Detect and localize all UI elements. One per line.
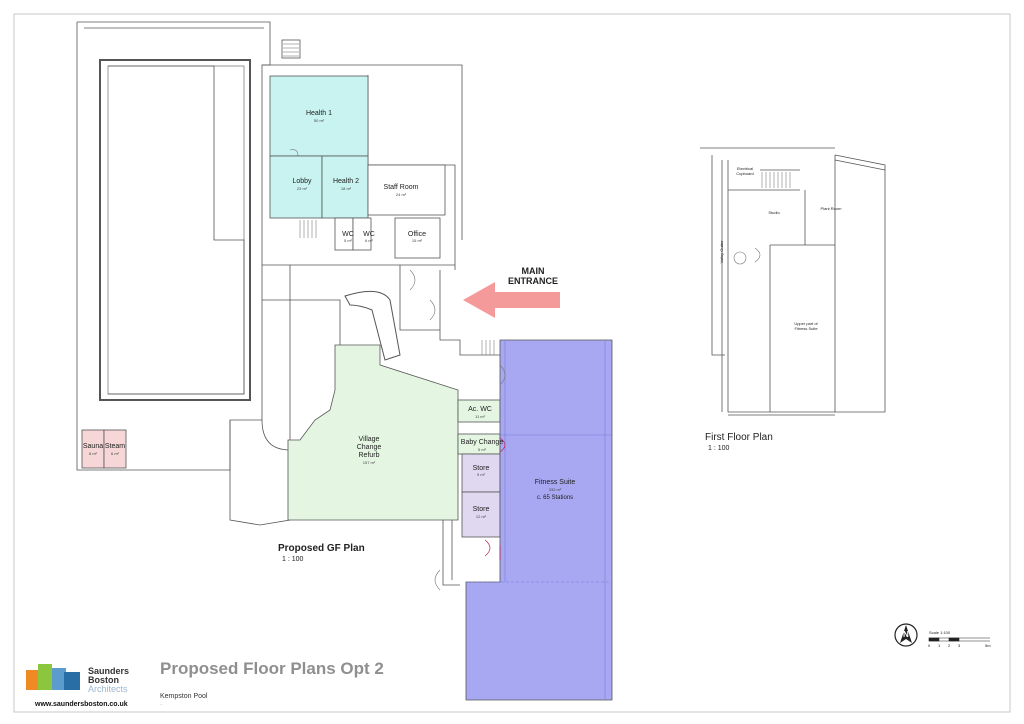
store1-label: Store xyxy=(472,465,490,472)
ff-upper-fitness-line2: Fitness Suite xyxy=(794,326,818,331)
health1-label: Health 1 xyxy=(305,110,333,117)
ff-stair-hatch xyxy=(761,172,791,188)
room-fills xyxy=(81,75,613,701)
ff-plan-title: First Floor Plan xyxy=(705,432,773,443)
gf-plan-scale: 1 : 100 xyxy=(282,556,304,563)
lobby-area: 23 m² xyxy=(296,186,308,191)
north-arrow-icon xyxy=(894,623,918,647)
ff-valley-gutter-label: Valley Gutter xyxy=(719,240,724,264)
ff-cupboard-label-line2: Cupboard xyxy=(736,171,754,176)
ff-plant-room-label: Plant Room xyxy=(820,206,842,211)
firm-logo-icon xyxy=(26,664,80,690)
scale-tick-3: 3 xyxy=(958,643,961,648)
acwc-label: Ac. WC xyxy=(468,406,492,413)
sheet-title: Proposed Floor Plans Opt 2 xyxy=(160,659,384,678)
steam-area: 6 m² xyxy=(111,451,119,456)
lobby-label: Lobby xyxy=(292,178,312,185)
ff-door-swings xyxy=(733,247,761,265)
wc2-label: WC xyxy=(363,231,375,238)
sauna-label: Sauna xyxy=(82,443,104,450)
ff-upper-fitness-line1: Upper part of xyxy=(794,321,818,326)
scale-tick-2: 2 xyxy=(948,643,951,648)
health1-area: 50 m² xyxy=(313,118,325,123)
health2-label: Health 2 xyxy=(332,178,360,185)
ff-studio-label: Studio xyxy=(768,210,780,215)
store2-label: Store xyxy=(472,506,490,513)
ff-cupboard-label-line1: Electrical xyxy=(736,166,754,171)
wc1-label: WC xyxy=(342,231,354,238)
office-area: 15 m² xyxy=(411,238,423,243)
scale-tick-0: 0 xyxy=(928,643,931,648)
firm-name-line2: Boston xyxy=(88,675,119,685)
sheet-border xyxy=(13,13,1011,713)
health2-area: 18 m² xyxy=(340,186,352,191)
stair-hatch xyxy=(283,43,495,355)
scale-tick-5m: 5m xyxy=(985,643,991,648)
health1-room xyxy=(269,75,369,157)
store1-room xyxy=(461,453,501,493)
main-entrance-label-line2: ENTRANCE xyxy=(507,276,559,286)
door-swings xyxy=(484,437,506,560)
firm-name-line1: Saunders xyxy=(88,666,130,676)
ff-plan-scale: 1 : 100 xyxy=(708,445,730,452)
door-swings-grey xyxy=(289,149,506,591)
baby-change-label: Baby Change xyxy=(460,439,504,446)
scale-bar xyxy=(928,637,990,642)
store1-area: 9 m² xyxy=(477,472,485,477)
store2-room xyxy=(461,491,501,538)
office-room xyxy=(394,217,441,259)
store2-area: 12 m² xyxy=(475,514,487,519)
baby-change-area: 5 m² xyxy=(478,447,486,452)
steam-room xyxy=(103,429,127,469)
staff-room-label: Staff Room xyxy=(383,184,419,191)
village-label-line1: Village xyxy=(358,436,380,443)
staff-room-area: 24 m² xyxy=(395,192,407,197)
fitness-suite-label: Fitness Suite xyxy=(534,479,576,486)
ff-plan-walls xyxy=(700,147,886,416)
office-label: Office xyxy=(407,231,427,238)
fitness-suite-stations: c. 65 Stations xyxy=(536,495,574,501)
wc2-area: 6 m² xyxy=(365,238,373,243)
project-name: Kempston Pool xyxy=(160,693,208,700)
wc1-area: 5 m² xyxy=(344,238,352,243)
wc2-room xyxy=(352,217,372,251)
scale-bar-label: Scale 1:100 xyxy=(929,630,951,635)
fitness-gridlines xyxy=(466,340,612,700)
north-label: N xyxy=(903,630,909,639)
lobby-room xyxy=(269,155,323,219)
village-label-line3: Refurb xyxy=(358,452,380,459)
fitness-room xyxy=(465,339,613,701)
staff-room xyxy=(367,164,446,216)
village-area: 157 m² xyxy=(362,460,376,465)
main-entrance-arrow xyxy=(463,282,560,318)
village-room xyxy=(287,344,459,521)
village-label-line2: Change xyxy=(356,444,382,451)
scale-tick-1: 1 xyxy=(938,643,941,648)
gf-plan-title: Proposed GF Plan xyxy=(278,543,365,554)
sauna-area: 6 m² xyxy=(89,451,97,456)
steam-label: Steam xyxy=(104,443,126,450)
main-entrance-label-line1: MAIN xyxy=(521,266,545,276)
firm-name-line3: Architects xyxy=(88,684,128,694)
health2-room xyxy=(321,155,369,219)
website-link[interactable]: www.saundersboston.co.uk xyxy=(35,701,128,708)
project-sub: -- xyxy=(160,701,163,706)
acwc-area: 11 m² xyxy=(475,414,485,419)
fitness-suite-area: 332 m² xyxy=(548,487,562,492)
